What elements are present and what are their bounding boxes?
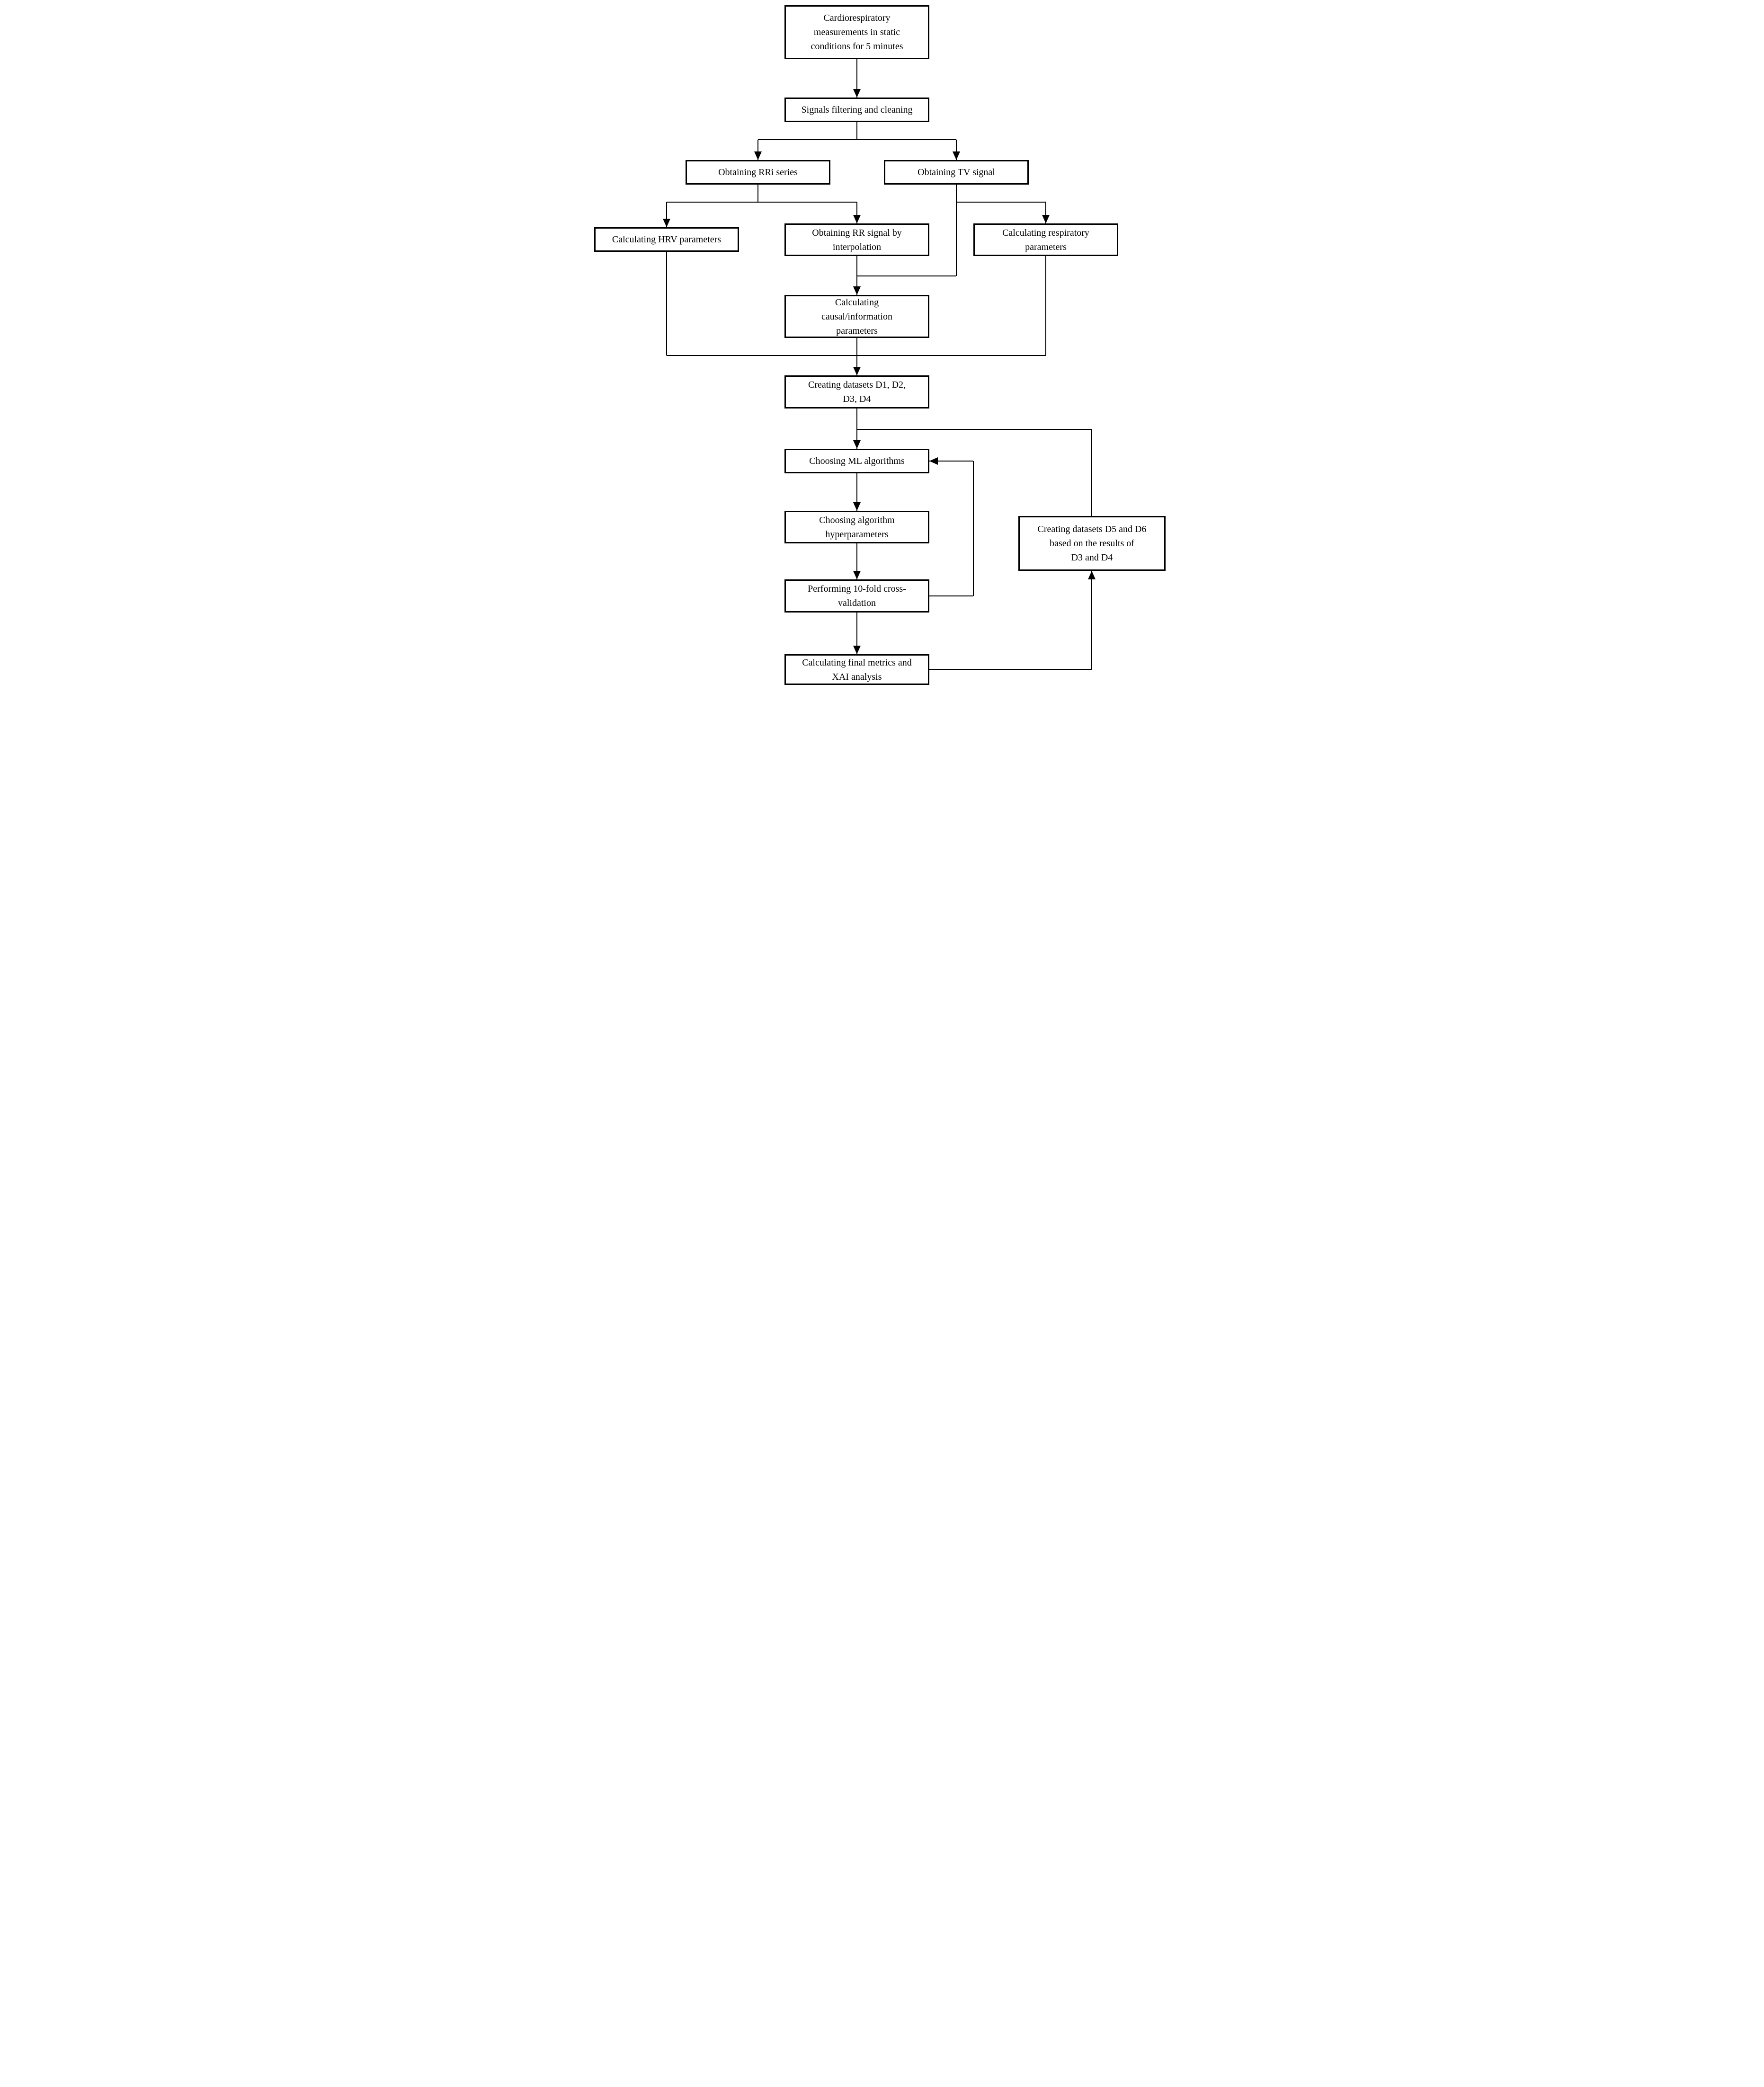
flow-box-datasets-d5-d6: Creating datasets D5 and D6 based on the… bbox=[1018, 516, 1166, 571]
connector-segment bbox=[856, 473, 857, 511]
connector-segment bbox=[929, 461, 973, 462]
arrowhead-left-icon bbox=[929, 457, 938, 465]
connector-segment bbox=[758, 139, 956, 140]
connector-segment bbox=[856, 202, 857, 223]
connector-segment bbox=[757, 185, 758, 202]
flow-box-causal-parameters: Calculating causal/information parameter… bbox=[784, 295, 929, 338]
arrowhead-down-icon bbox=[953, 151, 960, 160]
connector-segment bbox=[856, 543, 857, 579]
connector-segment bbox=[956, 140, 957, 160]
arrowhead-down-icon bbox=[1042, 215, 1050, 223]
connector-segment bbox=[856, 613, 857, 654]
connector-segment bbox=[1091, 429, 1092, 516]
arrowhead-down-icon bbox=[853, 646, 861, 654]
connector-segment bbox=[956, 185, 957, 276]
flow-box-filtering: Signals filtering and cleaning bbox=[784, 98, 929, 122]
arrowhead-down-icon bbox=[853, 286, 861, 295]
connector-segment bbox=[856, 256, 857, 295]
connector-segment bbox=[667, 202, 857, 203]
flow-box-respiratory-parameters: Calculating respiratory parameters bbox=[973, 223, 1118, 256]
arrowhead-down-icon bbox=[754, 151, 762, 160]
arrowhead-down-icon bbox=[853, 502, 861, 511]
flow-box-rri-series: Obtaining RRi series bbox=[686, 160, 830, 185]
flow-box-hrv-parameters: Calculating HRV parameters bbox=[594, 227, 739, 252]
arrowhead-down-icon bbox=[663, 219, 670, 227]
connector-segment bbox=[666, 202, 667, 227]
connector-segment bbox=[973, 461, 974, 596]
arrowhead-down-icon bbox=[853, 215, 861, 223]
connector-segment bbox=[956, 202, 1046, 203]
arrowhead-down-icon bbox=[853, 89, 861, 98]
flow-box-cross-validation: Performing 10-fold cross- validation bbox=[784, 579, 929, 613]
connector-segment bbox=[856, 122, 857, 140]
arrowhead-up-icon bbox=[1088, 571, 1096, 579]
connector-segment bbox=[667, 355, 1046, 356]
connector-segment bbox=[666, 252, 667, 355]
flow-box-measurements: Cardiorespiratory measurements in static… bbox=[784, 5, 929, 59]
arrowhead-down-icon bbox=[853, 571, 861, 579]
flow-box-datasets-d1-d4: Creating datasets D1, D2, D3, D4 bbox=[784, 375, 929, 409]
connector-segment bbox=[856, 338, 857, 375]
connector-segment bbox=[1045, 256, 1046, 355]
arrowhead-down-icon bbox=[853, 367, 861, 375]
connector-segment bbox=[929, 669, 1092, 670]
flow-box-rr-interpolation: Obtaining RR signal by interpolation bbox=[784, 223, 929, 256]
connector-segment bbox=[1045, 202, 1046, 223]
connector-segment bbox=[1091, 571, 1092, 669]
flow-box-hyperparameters: Choosing algorithm hyperparameters bbox=[784, 511, 929, 543]
flow-box-tv-signal: Obtaining TV signal bbox=[884, 160, 1029, 185]
connector-segment bbox=[856, 409, 857, 449]
flow-box-ml-algorithms: Choosing ML algorithms bbox=[784, 449, 929, 473]
flowchart: Cardiorespiratory measurements in static… bbox=[588, 0, 1176, 696]
connector-segment bbox=[856, 59, 857, 98]
connector-segment bbox=[857, 429, 1092, 430]
connector-segment bbox=[757, 140, 758, 160]
flow-box-final-metrics: Calculating final metrics and XAI analys… bbox=[784, 654, 929, 685]
connector-segment bbox=[929, 595, 973, 596]
arrowhead-down-icon bbox=[853, 440, 861, 449]
connector-segment bbox=[857, 275, 956, 276]
